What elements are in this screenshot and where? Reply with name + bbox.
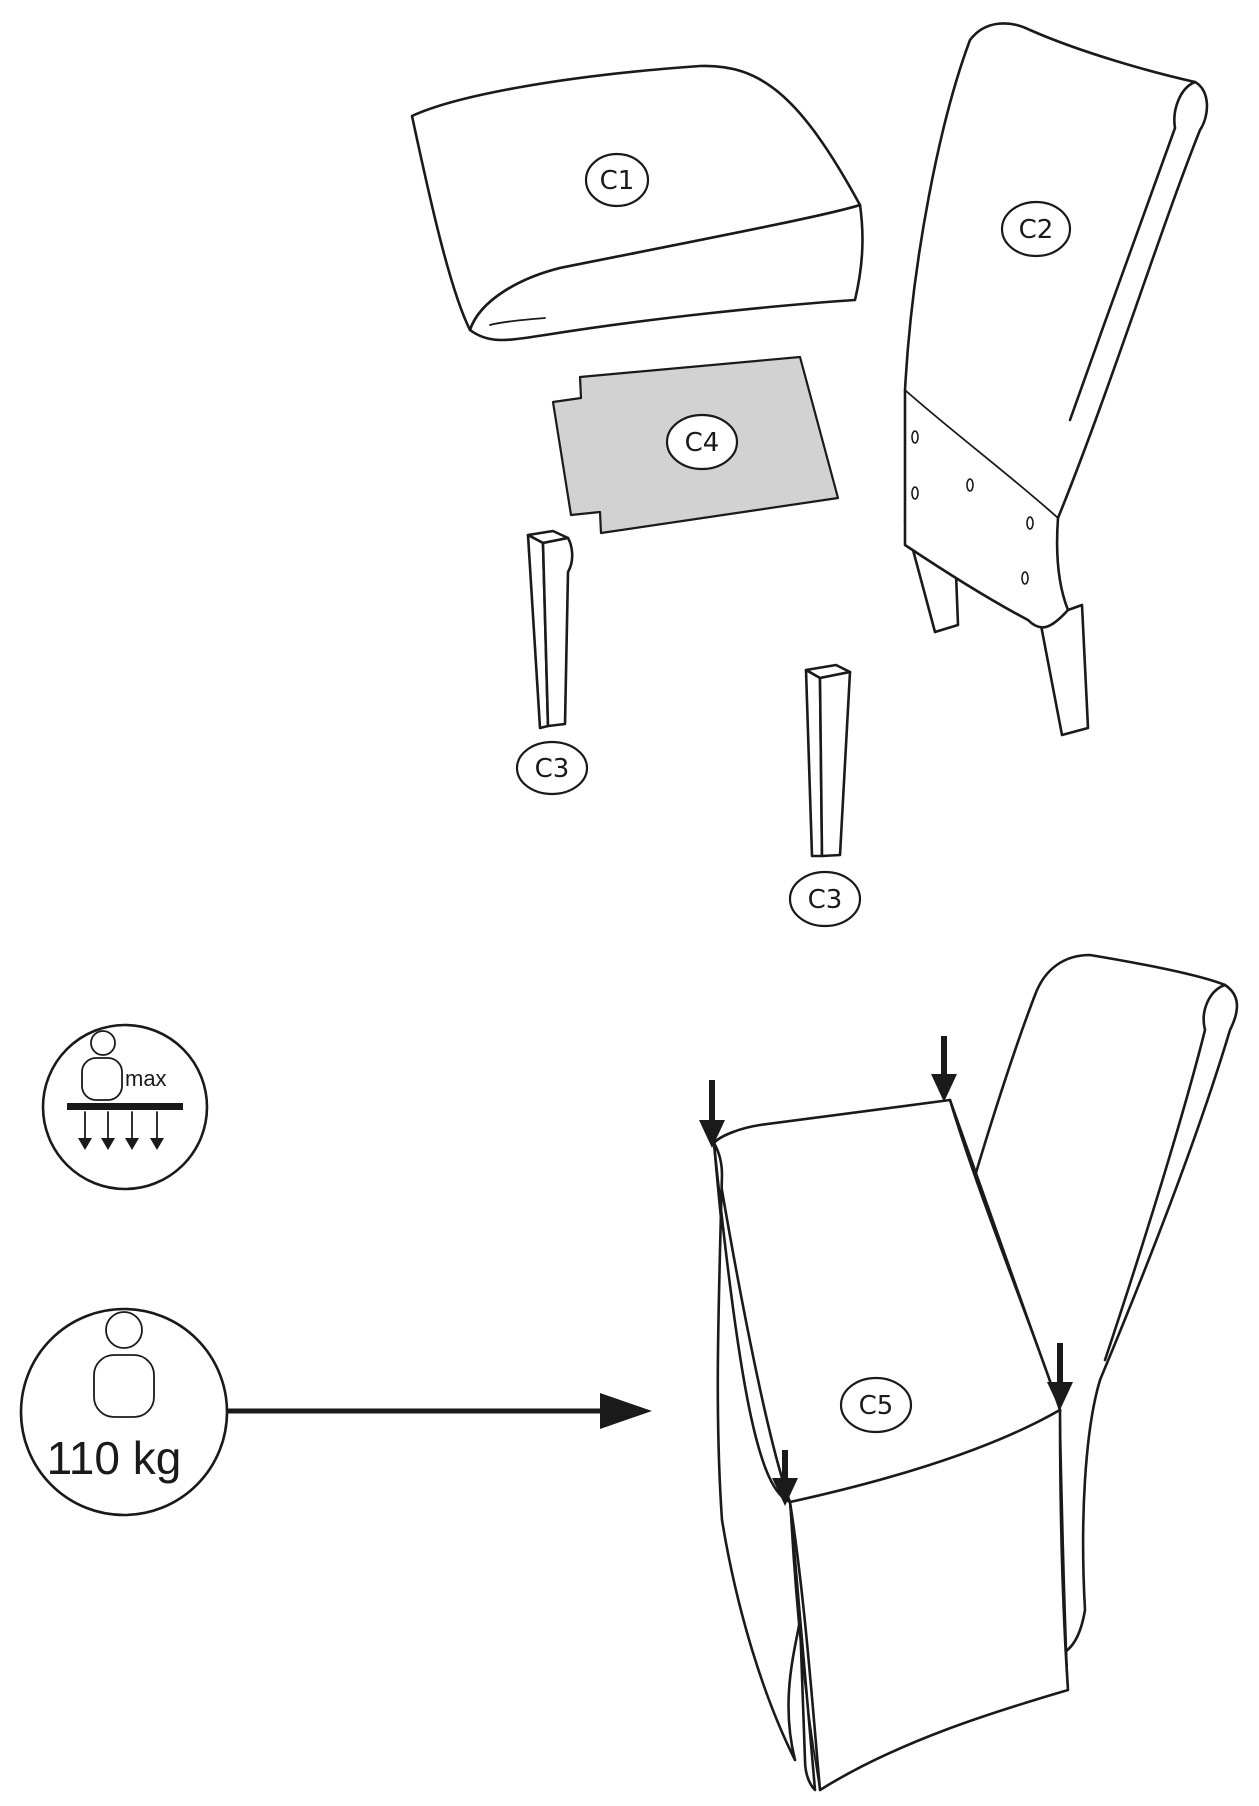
part-label-c3-right-bubble — [788, 870, 862, 928]
assembled-chair-c5: C5 — [699, 953, 1239, 1792]
backrest-c2: C2 — [903, 22, 1209, 737]
part-label-c5-bubble — [839, 1376, 913, 1434]
front-leg-c3-left: C3 — [515, 529, 589, 796]
part-label-c2: C2 — [1019, 215, 1054, 245]
weight-limit-label: 110 kg — [47, 1432, 182, 1484]
pointer-arrow — [228, 1393, 652, 1429]
max-load-text: max — [125, 1066, 167, 1091]
part-label-c1: C1 — [600, 166, 635, 196]
max-load-icon: max — [41, 1023, 209, 1191]
part-label-c4: C4 — [685, 428, 720, 458]
seat-board-c4: C4 — [551, 355, 840, 535]
part-label-c1-bubble — [584, 152, 650, 208]
press-down-arrows — [699, 1036, 1073, 1506]
part-label-c3-left: C3 — [535, 754, 570, 784]
front-leg-c3-right: C3 — [788, 663, 862, 928]
weight-limit-icon: 110 kg — [19, 1307, 229, 1517]
part-label-c2-bubble — [1000, 200, 1072, 258]
seat-cushion-c1: C1 — [410, 64, 864, 342]
part-label-c3-right: C3 — [808, 885, 843, 915]
part-label-c5: C5 — [859, 1391, 894, 1421]
part-label-c4-bubble — [665, 413, 739, 471]
part-label-c3-left-bubble — [515, 740, 589, 796]
